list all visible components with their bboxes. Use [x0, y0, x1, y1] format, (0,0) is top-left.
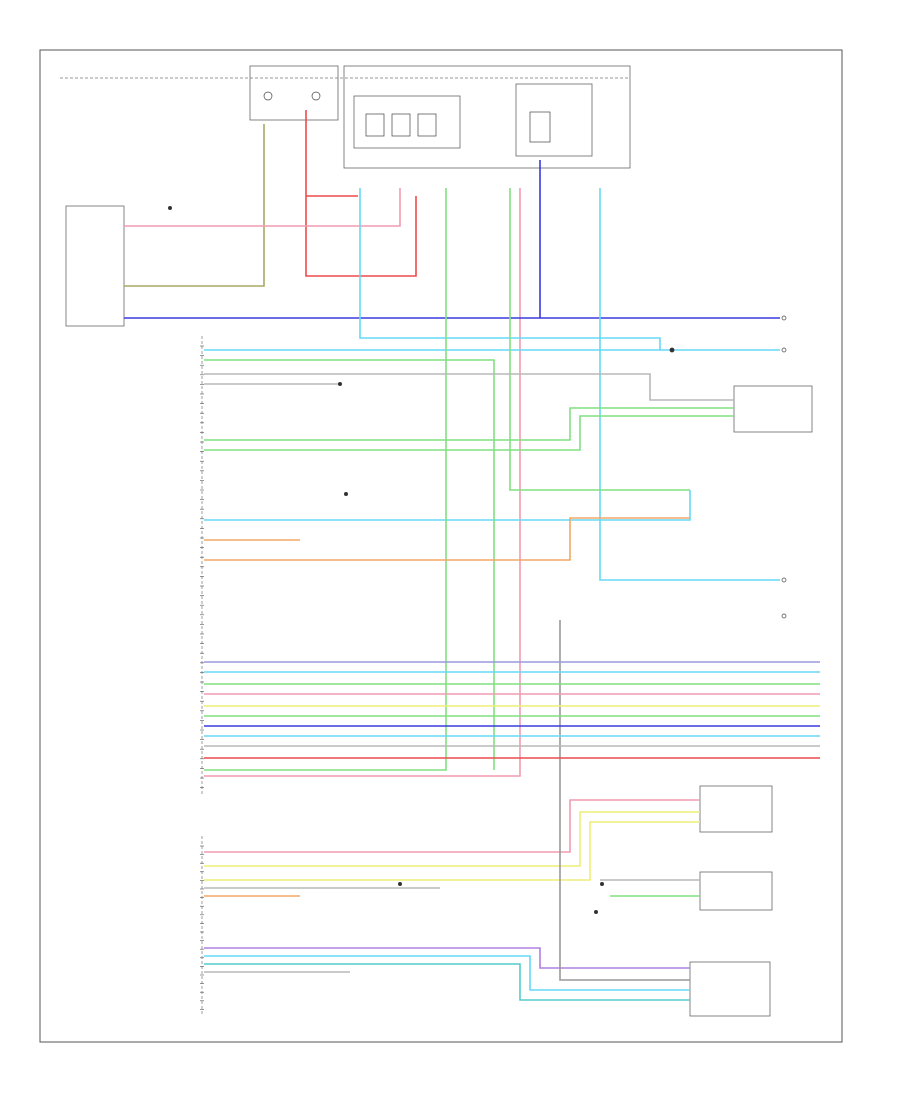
left-module: [65, 205, 125, 327]
wire-orange-1: [204, 517, 690, 561]
fuse-block-right: [343, 65, 631, 169]
wire-green-1: [204, 188, 447, 771]
wire-gray-1: [204, 373, 734, 401]
wire-green-4: [204, 415, 734, 451]
relay-box-left: [353, 95, 461, 149]
wire-lightblue-4: [204, 490, 691, 521]
right-connector-4: [689, 961, 771, 1017]
wire-gray-5: [559, 620, 690, 981]
right-connector-3: [699, 871, 773, 911]
right-connector-1: [733, 385, 813, 433]
wire-pink-2: [204, 188, 521, 777]
connector-pins-lower: [200, 845, 204, 1010]
relay-symbols: [263, 91, 551, 143]
wire-green-5: [509, 188, 690, 491]
wire-green-2: [204, 359, 495, 770]
color-bus: [204, 661, 820, 759]
wire-blue-1: [124, 160, 780, 319]
connector-pins-main: [200, 345, 204, 788]
wire-lightblue-1: [359, 188, 780, 351]
wire-yellow-2: [204, 821, 700, 881]
wire-yellow-1: [204, 811, 700, 867]
right-connector-2: [699, 785, 773, 833]
wire-teal-1: [204, 963, 690, 1001]
wire-lightblue-5: [204, 955, 690, 991]
fuse-block-left: [249, 65, 339, 121]
wire-pink-3: [204, 799, 700, 853]
relay-box-right: [515, 83, 593, 157]
wire-green-3: [204, 407, 734, 441]
junction-dots: [168, 206, 675, 914]
wire-red-loop: [305, 110, 417, 277]
wire-lightblue-3: [599, 188, 780, 581]
diagram-frame: [39, 49, 843, 1043]
right-terminals: [781, 315, 787, 619]
wire-olive-1: [124, 124, 265, 287]
wire-purple-1: [204, 947, 690, 969]
wire-pink-1: [124, 188, 401, 227]
